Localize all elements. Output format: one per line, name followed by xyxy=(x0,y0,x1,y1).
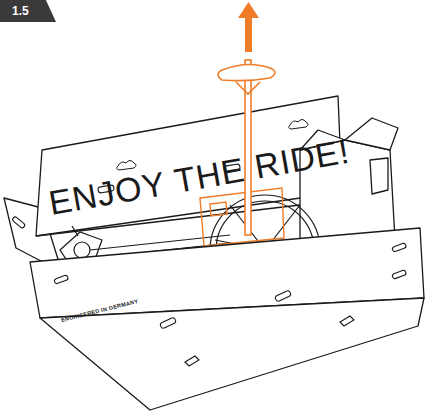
step-number: 1.5 xyxy=(0,4,29,18)
step-badge: 1.5 xyxy=(0,0,56,22)
